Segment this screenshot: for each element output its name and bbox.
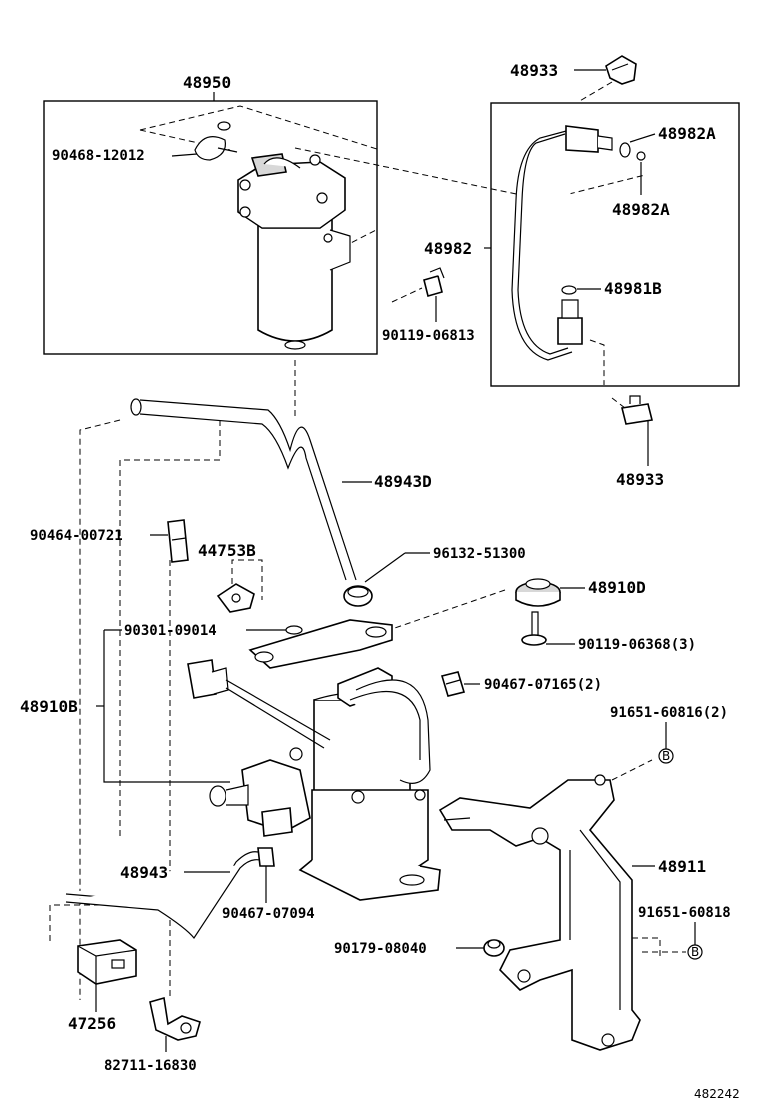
o-ring-48981B (561, 285, 577, 295)
connector-harness (187, 659, 331, 749)
label-91651-60816: 91651-60816(2) (610, 705, 728, 721)
label-48910B: 48910B (20, 697, 78, 716)
mount-48910D (515, 578, 561, 607)
bolt-90119-06813 (423, 267, 445, 297)
label-90467-07165: 90467-07165(2) (484, 677, 602, 693)
compressor-assembly-48910B (209, 619, 441, 901)
marker-b-upper-text: B (662, 749, 670, 763)
label-48933-bottom: 48933 (616, 470, 664, 489)
assembly-box-48950 (43, 100, 378, 355)
pipe-48982 (511, 125, 613, 361)
reference-number: 482242 (694, 1087, 740, 1101)
label-48910D: 48910D (588, 578, 646, 597)
label-82711-16830: 82711-16830 (104, 1058, 197, 1074)
compressor-48950 (237, 153, 351, 350)
marker-b-lower-text: B (691, 945, 699, 959)
label-48982A-2: 48982A (612, 200, 670, 219)
label-48981B: 48981B (604, 279, 662, 298)
clip-48933-top (605, 55, 637, 85)
label-91651-60818: 91651-60818 (638, 905, 731, 921)
marker-b-upper: B (658, 748, 674, 764)
label-48943D: 48943D (374, 472, 432, 491)
hose-48943 (65, 851, 261, 940)
label-90119-06813: 90119-06813 (382, 328, 475, 344)
gasket-90468-12012 (194, 121, 238, 161)
label-48950: 48950 (183, 73, 231, 92)
bracket-44753B (216, 583, 255, 613)
assembly-box-48982 (490, 102, 740, 387)
label-90464-00721: 90464-00721 (30, 528, 123, 544)
clamp-90467-07094 (257, 847, 275, 867)
bracket-48911 (438, 774, 641, 1051)
nut-90179-08040 (483, 939, 505, 957)
o-ring-48982A (619, 142, 646, 161)
label-48911: 48911 (658, 857, 706, 876)
label-48933-top: 48933 (510, 61, 558, 80)
clamp-90467-07165 (440, 671, 466, 697)
clip-96132-51300 (343, 585, 373, 607)
label-90301-09014: 90301-09014 (124, 623, 217, 639)
label-44753B: 44753B (198, 541, 256, 560)
label-48982A-1: 48982A (658, 124, 716, 143)
bolt-90119-06368 (521, 611, 547, 646)
relay-47256 (77, 939, 137, 985)
label-90119-06368: 90119-06368(3) (578, 637, 696, 653)
clip-48933-bottom (621, 395, 653, 425)
clamp-90464-00721 (167, 519, 189, 563)
o-ring-90301-09014 (285, 625, 303, 635)
label-90179-08040: 90179-08040 (334, 941, 427, 957)
label-48943: 48943 (120, 863, 168, 882)
label-48982: 48982 (424, 239, 472, 258)
label-90467-07094: 90467-07094 (222, 906, 315, 922)
label-96132-51300: 96132-51300 (433, 546, 526, 562)
label-90468-12012: 90468-12012 (52, 148, 145, 164)
marker-b-lower: B (687, 944, 703, 960)
hose-48943D (130, 398, 357, 581)
label-47256: 47256 (68, 1014, 116, 1033)
bracket-82711-16830 (149, 996, 201, 1041)
